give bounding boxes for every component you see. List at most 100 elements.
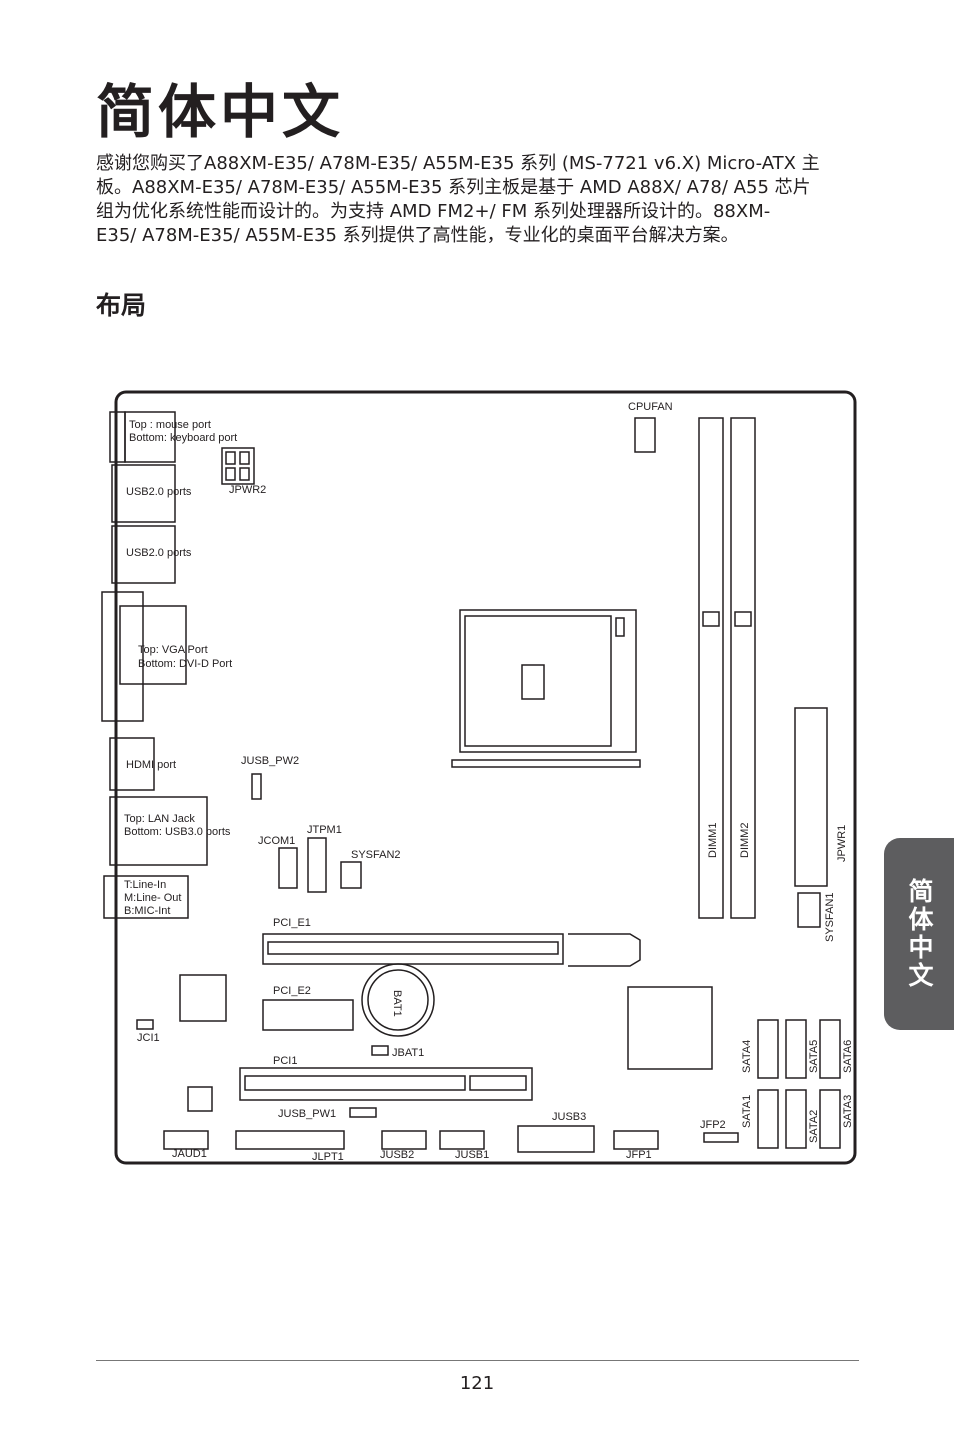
language-side-tab: 简体中文 xyxy=(884,838,954,1030)
page-number: 121 xyxy=(459,1373,495,1394)
sata1-connector xyxy=(757,1089,779,1149)
side-tab-label: 简体中文 xyxy=(905,878,934,990)
page-title: 简体中文 xyxy=(96,78,345,146)
intro-line: 感谢您购买了A88XM-E35/ A78M-E35/ A55M-E35 系列 (… xyxy=(96,153,820,174)
label-ps2-top: Top : mouse port xyxy=(129,419,211,431)
label-jci1: JCI1 xyxy=(137,1032,160,1044)
battery xyxy=(361,963,435,1037)
cpu-socket-inner xyxy=(464,615,612,747)
lan-usb3-port xyxy=(109,796,208,866)
label-jbat1: JBAT1 xyxy=(392,1047,424,1059)
label-jaud1: JAUD1 xyxy=(172,1148,207,1160)
pin xyxy=(225,451,236,465)
label-usb-a: USB2.0 ports xyxy=(126,486,192,498)
label-jusb-pw1: JUSB_PW1 xyxy=(278,1108,336,1120)
jcom1-header xyxy=(278,847,298,889)
jusb3-header xyxy=(517,1125,595,1153)
sata4-connector xyxy=(757,1019,779,1079)
cpufan-header xyxy=(634,417,656,453)
intro-paragraph: 感谢您购买了A88XM-E35/ A78M-E35/ A55M-E35 系列 (… xyxy=(96,152,864,248)
label-vga-bottom: Bottom: DVI-D Port xyxy=(138,658,232,670)
label-jcom1: JCOM1 xyxy=(258,835,295,847)
pci1-slot-inner xyxy=(244,1075,466,1091)
label-lan-top: Top: LAN Jack xyxy=(124,813,195,825)
label-jusb3: JUSB3 xyxy=(552,1111,586,1123)
section-title-layout: 布局 xyxy=(96,291,147,320)
label-sysfan1: SYSFAN1 xyxy=(824,892,836,942)
jusb-pw1-jumper xyxy=(349,1107,377,1118)
pci-e1-slot xyxy=(262,933,564,965)
label-pci-e1: PCI_E1 xyxy=(273,917,311,929)
label-jtpm1: JTPM1 xyxy=(307,824,342,836)
dimm-latch xyxy=(702,611,720,627)
jtpm1-header xyxy=(307,837,327,893)
label-ps2-bottom: Bottom: keyboard port xyxy=(129,432,237,444)
jfp1-header xyxy=(613,1130,659,1150)
label-bat1: BAT1 xyxy=(391,990,403,1017)
dimm1-slot xyxy=(698,417,724,919)
jlpt1-header xyxy=(235,1130,345,1150)
chipset xyxy=(627,986,713,1070)
pci-e1-latch xyxy=(568,933,641,967)
jpwr2-connector xyxy=(221,447,255,485)
jci1-jumper xyxy=(136,1019,154,1030)
sysfan1-header xyxy=(797,892,821,928)
jusb1-header xyxy=(439,1130,485,1150)
label-pci-e2: PCI_E2 xyxy=(273,985,311,997)
sata5-connector xyxy=(785,1019,807,1079)
label-audio-b: B:MIC-Int xyxy=(124,905,170,917)
label-sata2: SATA2 xyxy=(808,1110,820,1143)
label-sysfan2: SYSFAN2 xyxy=(351,849,401,861)
pin xyxy=(239,467,250,481)
pin xyxy=(239,451,250,465)
label-vga-top: Top: VGA Port xyxy=(138,644,208,656)
vga-dvi-port-inner xyxy=(119,605,187,685)
label-audio-m: M:Line- Out xyxy=(124,892,181,904)
footer-divider xyxy=(96,1360,859,1361)
label-jlpt1: JLPT1 xyxy=(312,1151,344,1163)
label-sata6: SATA6 xyxy=(842,1040,854,1073)
socket-lever-tab xyxy=(615,617,625,637)
dimm-latch xyxy=(734,611,752,627)
jaud1-header xyxy=(163,1130,209,1150)
chip xyxy=(179,974,227,1022)
label-hdmi: HDMI port xyxy=(126,759,176,771)
pci1-slot-inner xyxy=(469,1075,527,1091)
socket-lever xyxy=(451,759,641,768)
vga-dvi-port xyxy=(101,591,144,722)
jpwr1-connector xyxy=(794,707,828,887)
label-dimm1: DIMM1 xyxy=(707,823,719,858)
label-jpwr2: JPWR2 xyxy=(229,484,266,496)
label-jfp2: JFP2 xyxy=(700,1119,726,1131)
board-outline xyxy=(114,390,857,1165)
label-jpwr1: JPWR1 xyxy=(836,825,848,862)
label-jusb1: JUSB1 xyxy=(455,1149,489,1161)
jusb2-header xyxy=(381,1130,427,1150)
usb-port-block xyxy=(111,464,176,523)
small-chip xyxy=(187,1086,213,1112)
intro-line: E35/ A78M-E35/ A55M-E35 系列提供了高性能，专业化的桌面平… xyxy=(96,225,739,246)
label-jusb-pw2: JUSB_PW2 xyxy=(241,755,299,767)
label-audio-t: T:Line-In xyxy=(124,879,166,891)
jusb-pw2-jumper xyxy=(251,773,262,800)
pci1-slot xyxy=(239,1067,533,1101)
pin xyxy=(225,467,236,481)
usb-port-block xyxy=(111,525,176,584)
label-sata5: SATA5 xyxy=(808,1040,820,1073)
jfp2-header xyxy=(703,1132,739,1143)
cpu-marker xyxy=(521,664,545,700)
sata2-connector xyxy=(785,1089,807,1149)
label-sata4: SATA4 xyxy=(741,1040,753,1073)
label-lan-bottom: Bottom: USB3.0 ports xyxy=(124,826,231,838)
sata6-connector xyxy=(819,1019,841,1079)
hdmi-port xyxy=(109,737,155,791)
sata3-connector xyxy=(819,1089,841,1149)
intro-line: 板。A88XM-E35/ A78M-E35/ A55M-E35 系列主板是基于 … xyxy=(96,177,811,198)
audio-jack xyxy=(103,875,189,919)
intro-line: 组为优化系统性能而设计的。为支持 AMD FM2+/ FM 系列处理器所设计的。… xyxy=(96,201,771,222)
label-pci1: PCI1 xyxy=(273,1055,297,1067)
label-sata1: SATA1 xyxy=(741,1095,753,1128)
battery-inner xyxy=(367,969,429,1031)
cpu-socket xyxy=(459,609,637,753)
label-jusb2: JUSB2 xyxy=(380,1149,414,1161)
